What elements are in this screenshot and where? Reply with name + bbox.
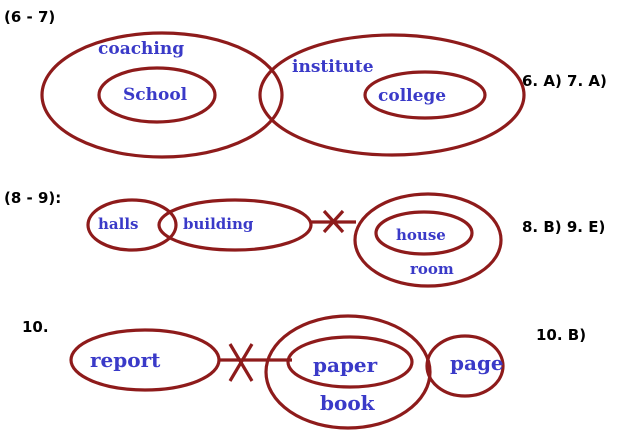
- diagram-q10: 10. report paper book page 10. B): [22, 314, 586, 430]
- cross-mark-q10-b: [228, 343, 254, 382]
- cross-mark-q8-9-b: [322, 209, 345, 234]
- ring-coaching: [40, 31, 284, 159]
- label-page: page: [450, 351, 504, 375]
- ring-book: [264, 314, 432, 430]
- label-institute: institute: [292, 57, 374, 77]
- ring-institute: [258, 33, 526, 157]
- ring-page: [425, 334, 505, 398]
- label-coaching: coaching: [98, 39, 184, 59]
- label-paper: paper: [313, 353, 378, 377]
- label-building: building: [183, 215, 254, 233]
- label-college: college: [378, 86, 446, 106]
- heading-q8-9: (8 - 9):: [4, 189, 61, 207]
- ring-paper: [286, 335, 414, 389]
- ring-school: [97, 66, 217, 124]
- label-halls: halls: [98, 215, 138, 233]
- heading-q10: 10.: [22, 318, 49, 336]
- label-school: School: [123, 85, 188, 105]
- label-report: report: [90, 348, 161, 372]
- heading-q6-7: (6 - 7): [4, 8, 55, 26]
- diagram-q6-7: (6 - 7) coaching School institute colleg…: [4, 8, 607, 159]
- ring-building: [157, 198, 313, 252]
- label-house: house: [396, 226, 446, 244]
- ring-room: [353, 192, 503, 288]
- ring-house: [374, 210, 474, 256]
- label-book: book: [320, 391, 376, 415]
- answer-q8-9: 8. B) 9. E): [522, 218, 605, 236]
- ring-halls: [86, 198, 178, 252]
- ring-college: [363, 70, 487, 120]
- label-room: room: [410, 260, 454, 278]
- answer-q10: 10. B): [536, 326, 586, 344]
- diagram-q8-9: (8 - 9): halls building house room 8. B)…: [4, 189, 605, 288]
- answer-q6-7: 6. A) 7. A): [522, 72, 607, 90]
